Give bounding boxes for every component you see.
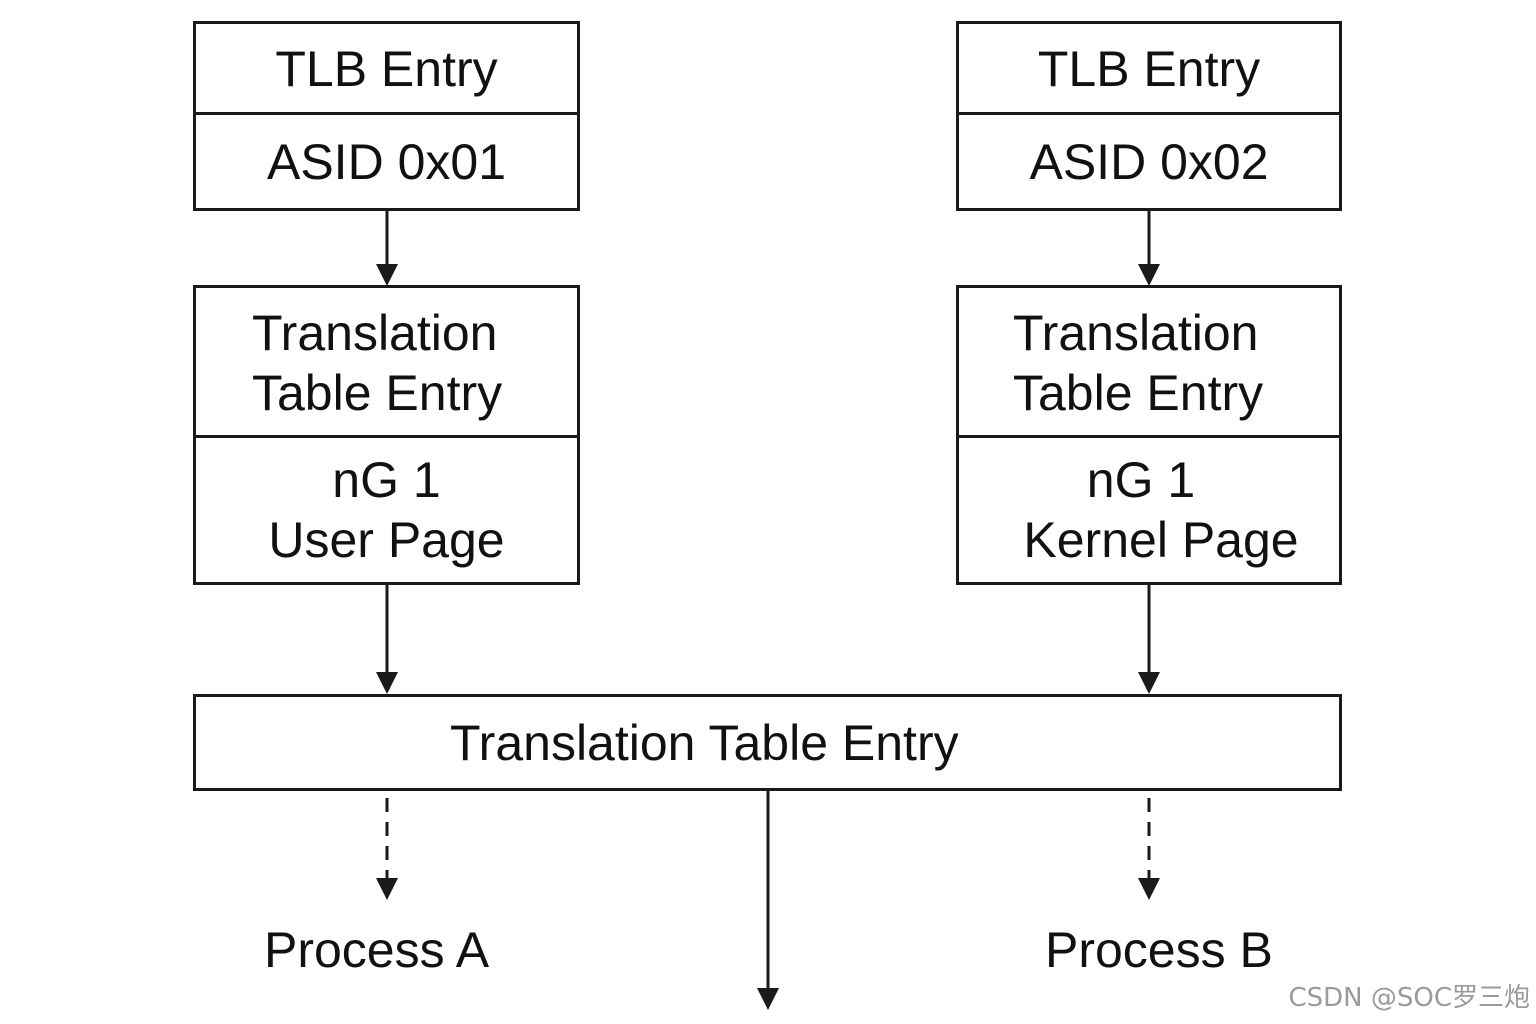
left-translation-entry-box: Translation Table Entry nG 1 User Page bbox=[193, 285, 580, 585]
left-tlb-entry-title: TLB Entry bbox=[275, 41, 498, 97]
right-page-type: Kernel Page bbox=[1023, 512, 1299, 568]
arrowhead-process-a bbox=[376, 878, 398, 900]
process-b-label: Process B bbox=[1045, 922, 1273, 978]
left-page-type: User Page bbox=[268, 512, 505, 568]
right-translation-title-line2: Table Entry bbox=[1013, 365, 1264, 421]
right-translation-entry-box: Translation Table Entry nG 1 Kernel Page bbox=[956, 285, 1342, 585]
left-ng-value: nG 1 bbox=[332, 452, 441, 508]
left-tlb-asid: ASID 0x01 bbox=[196, 112, 577, 208]
right-tlb-asid: ASID 0x02 bbox=[959, 112, 1339, 208]
left-translation-title-line2: Table Entry bbox=[252, 365, 503, 421]
csdn-watermark: CSDN @SOC罗三炮 bbox=[1288, 983, 1530, 1013]
right-tlb-entry-box: TLB Entry ASID 0x02 bbox=[956, 21, 1342, 211]
arrowhead-right-1 bbox=[1138, 264, 1160, 286]
left-tlb-entry-box: TLB Entry ASID 0x01 bbox=[193, 21, 580, 211]
left-translation-title-line1: Translation bbox=[252, 305, 498, 361]
left-translation-entry-title: Translation Table Entry bbox=[196, 288, 577, 438]
arrowhead-left-2 bbox=[376, 672, 398, 694]
right-translation-entry-details: nG 1 Kernel Page bbox=[959, 435, 1339, 582]
right-tlb-entry-title: TLB Entry bbox=[1037, 41, 1261, 97]
arrowhead-process-b bbox=[1138, 878, 1160, 900]
shared-translation-entry-title: Translation Table Entry bbox=[450, 714, 959, 771]
process-a-label: Process A bbox=[264, 922, 490, 978]
arrowhead-right-2 bbox=[1138, 672, 1160, 694]
right-ng-value: nG 1 bbox=[1086, 452, 1196, 508]
right-translation-title-line1: Translation bbox=[1013, 305, 1259, 361]
arrowhead-center bbox=[757, 988, 779, 1010]
arrowhead-left-1 bbox=[376, 264, 398, 286]
shared-translation-entry-box: Translation Table Entry bbox=[193, 694, 1342, 791]
left-translation-entry-details: nG 1 User Page bbox=[196, 435, 577, 582]
right-translation-entry-title: Translation Table Entry bbox=[959, 288, 1339, 438]
